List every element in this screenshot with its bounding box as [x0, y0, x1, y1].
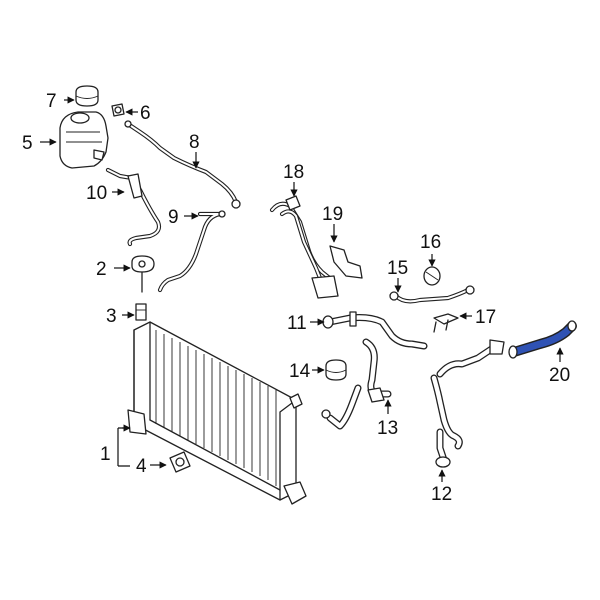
callout-12: 12	[431, 469, 452, 505]
callout-15: 15	[387, 258, 408, 293]
reservoir-cap[interactable]	[75, 85, 99, 107]
callout-10: 10	[86, 183, 125, 204]
callout-18: 18	[283, 162, 304, 197]
callout-8: 8	[189, 132, 200, 169]
coolant-reservoir[interactable]	[59, 111, 109, 169]
bleeder-sensor[interactable]	[111, 103, 125, 117]
callout-20: 20	[549, 347, 570, 386]
feed-tube[interactable]	[157, 210, 226, 293]
tube-bracket[interactable]	[329, 245, 363, 279]
clip-bracket[interactable]	[433, 313, 459, 333]
callout-9: 9	[168, 207, 199, 228]
heater-hose[interactable]	[430, 339, 505, 468]
callout-2: 2	[96, 259, 131, 280]
lower-radiator-hose[interactable]	[321, 338, 392, 430]
callout-17: 17	[459, 307, 496, 328]
callout-3: 3	[106, 306, 135, 327]
callout-label: 19	[322, 204, 343, 225]
hose-cap[interactable]	[423, 266, 441, 286]
callout-label: 10	[86, 183, 107, 204]
callout-label: 11	[287, 313, 307, 334]
heater-tube-assembly[interactable]	[269, 195, 339, 299]
lower-fitting[interactable]	[169, 451, 191, 473]
callout-label: 13	[377, 418, 398, 439]
radiator-core	[155, 330, 277, 486]
overflow-hose[interactable]	[105, 167, 162, 247]
callout-label: 9	[168, 207, 179, 228]
callout-label: 7	[46, 91, 57, 112]
radiator[interactable]	[127, 321, 307, 505]
bypass-tube[interactable]	[124, 120, 241, 209]
callout-label: 6	[140, 103, 151, 124]
callout-7: 7	[46, 91, 75, 112]
callout-label: 14	[289, 361, 311, 382]
callout-13: 13	[377, 399, 398, 439]
callout-label: 12	[431, 484, 452, 505]
callout-label: 18	[283, 162, 304, 183]
filler-cap[interactable]	[325, 359, 347, 381]
callout-19: 19	[322, 204, 343, 243]
callout-16: 16	[420, 232, 441, 267]
upper-radiator-hose[interactable]	[322, 311, 428, 350]
callout-4: 4	[136, 456, 167, 477]
callout-label: 15	[387, 258, 408, 279]
callout-6: 6	[125, 103, 151, 124]
callout-14: 14	[289, 361, 325, 382]
callout-11: 11	[287, 313, 325, 334]
callout-label: 3	[106, 306, 117, 327]
callout-label: 8	[189, 132, 200, 153]
callout-1: 1	[100, 424, 131, 467]
callout-label: 20	[549, 365, 570, 386]
callout-label: 17	[475, 307, 496, 328]
callout-label: 5	[22, 133, 33, 154]
callout-label: 1	[100, 444, 111, 465]
drain-plug[interactable]	[135, 303, 147, 321]
callout-5: 5	[22, 133, 57, 154]
thermostat-fitting[interactable]	[131, 255, 155, 293]
highlighted-hose-20[interactable]	[508, 320, 577, 359]
return-tube[interactable]	[389, 285, 475, 304]
callout-label: 2	[96, 259, 107, 280]
callout-label: 4	[136, 456, 147, 477]
callout-label: 16	[420, 232, 441, 253]
